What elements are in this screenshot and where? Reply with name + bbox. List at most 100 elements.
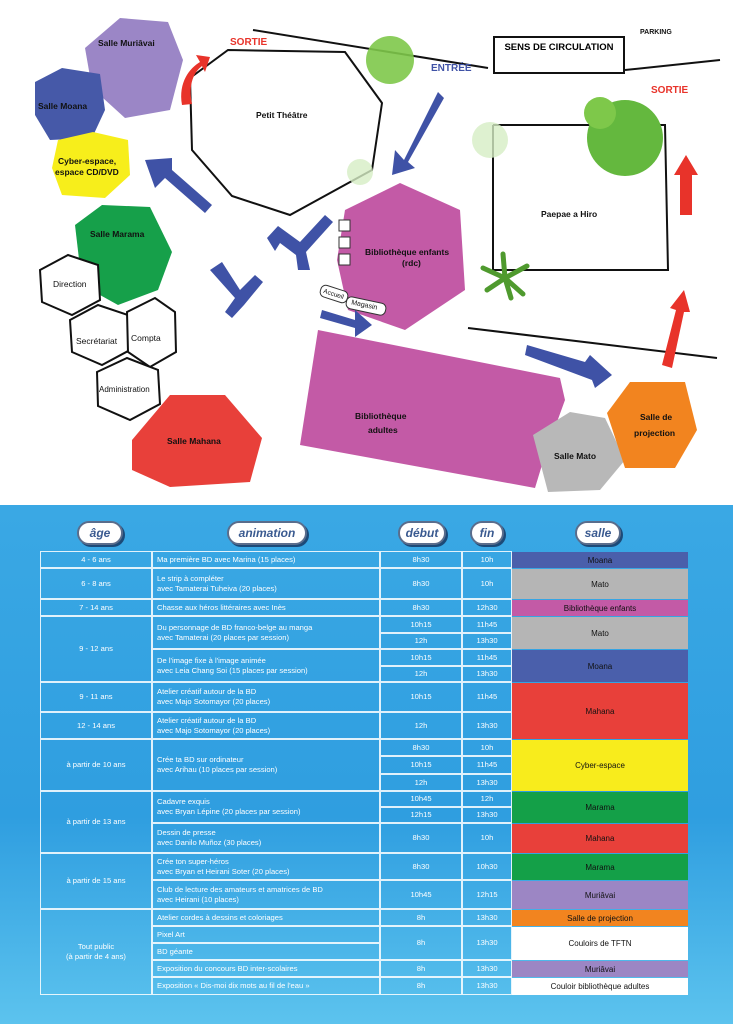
- tree-icon: [584, 97, 616, 129]
- wall-parking: [624, 59, 721, 71]
- debut-cell: 10h15: [380, 682, 462, 712]
- age-cell: 12 - 14 ans: [40, 712, 152, 739]
- fin-cell: 11h45: [462, 756, 512, 774]
- fin-cell: 11h45: [462, 649, 512, 666]
- animation-cell: Chasse aux héros littéraires avec Inès: [152, 599, 380, 616]
- salle-cell: Mato: [512, 617, 688, 649]
- animation-cell: Ma première BD avec Marina (15 places): [152, 551, 380, 568]
- label-bib-enfants-2: (rdc): [402, 258, 421, 268]
- floor-plan-drawing: [35, 18, 721, 492]
- debut-cell: 10h45: [380, 791, 462, 807]
- label-paepae: Paepae a Hiro: [541, 209, 598, 219]
- tree-icon: [366, 36, 414, 84]
- label-sortie-left: SORTIE: [230, 37, 268, 48]
- debut-cell: 8h30: [380, 739, 462, 756]
- salle-cell: Marama: [512, 854, 688, 880]
- salle-cell: Bibliothèque enfants: [512, 600, 688, 616]
- label-direction: Direction: [53, 279, 87, 289]
- fin-cell: 10h: [462, 739, 512, 756]
- bibliotheque-enfants-room: [337, 183, 465, 330]
- label-sortie-right: SORTIE: [651, 85, 689, 96]
- label-bib-adultes-1: Bibliothèque: [355, 411, 407, 421]
- toilet-icon: [338, 253, 351, 266]
- label-entree: ENTRÉE: [431, 63, 472, 74]
- age-cell: 6 - 8 ans: [40, 568, 152, 599]
- label-projection-2: projection: [634, 428, 676, 438]
- fin-cell: 11h45: [462, 682, 512, 712]
- salle-moana-room: [35, 68, 105, 140]
- label-compta: Compta: [131, 333, 161, 343]
- label-petit-theatre: Petit Théâtre: [256, 110, 308, 120]
- accueil-tag: [319, 284, 349, 304]
- salle-cell: Mato: [512, 569, 688, 599]
- fin-cell: 13h30: [462, 807, 512, 823]
- debut-cell: 8h: [380, 977, 462, 995]
- wall-bottom: [467, 327, 718, 359]
- salle-cell: Salle de projection: [512, 910, 688, 926]
- age-cell: à partir de 15 ans: [40, 853, 152, 909]
- fin-cell: 13h30: [462, 909, 512, 926]
- debut-cell: 10h15: [380, 616, 462, 633]
- animation-cell: BD géante: [152, 943, 380, 960]
- salle-cell: Couloir bibliothèque adultes: [512, 978, 688, 995]
- debut-cell: 8h30: [380, 568, 462, 599]
- circulation-arrows-blue: [145, 50, 612, 388]
- bibliotheque-adultes-room: [300, 330, 565, 488]
- label-marama: Salle Marama: [90, 229, 145, 239]
- tree-icon: [347, 159, 373, 185]
- age-cell: à partir de 10 ans: [40, 739, 152, 791]
- floor-plan: Salle Muriâvai Salle Moana Cyber-espace,…: [0, 0, 733, 505]
- toilet-icon: [338, 219, 351, 232]
- salle-cell: Moana: [512, 552, 688, 568]
- label-muriavai: Salle Muriâvai: [98, 38, 155, 48]
- age-cell: Tout public(à partir de 4 ans): [40, 909, 152, 995]
- animation-cell: Du personnage de BD franco-belge au mang…: [152, 616, 380, 649]
- fin-cell: 11h45: [462, 616, 512, 633]
- label-mato: Salle Mato: [554, 451, 597, 461]
- salle-cell: Couloirs de TFTN: [512, 927, 688, 960]
- salle-cell: Mahana: [512, 824, 688, 853]
- salle-cell: Muriâvai: [512, 881, 688, 909]
- secretariat-room: [68, 303, 132, 367]
- fin-cell: 10h: [462, 551, 512, 568]
- label-parking: PARKING: [640, 29, 672, 36]
- age-cell: 4 - 6 ans: [40, 551, 152, 568]
- administration-room: [95, 356, 162, 422]
- label-projection-1: Salle de: [640, 412, 673, 422]
- label-cyber-1: Cyber-espace,: [58, 156, 117, 166]
- fin-cell: 13h30: [462, 712, 512, 739]
- tree-icon: [472, 122, 508, 158]
- header-debut: début: [398, 521, 446, 545]
- label-secretariat: Secrétariat: [76, 336, 118, 346]
- petit-theatre-room: [188, 48, 384, 217]
- debut-cell: 12h15: [380, 807, 462, 823]
- circulation-legend: SENS DE CIRCULATION: [493, 36, 625, 74]
- fin-cell: 10h: [462, 823, 512, 853]
- age-cell: 9 - 12 ans: [40, 616, 152, 682]
- debut-cell: 8h30: [380, 551, 462, 568]
- debut-cell: 8h: [380, 960, 462, 977]
- debut-cell: 8h30: [380, 823, 462, 853]
- label-moana: Salle Moana: [38, 101, 88, 111]
- direction-room: [38, 253, 102, 317]
- animation-cell: Exposition « Dis-moi dix mots au fil de …: [152, 977, 380, 995]
- animation-cell: Exposition du concours BD inter-scolaire…: [152, 960, 380, 977]
- fin-cell: 13h30: [462, 960, 512, 977]
- salle-mato-room: [533, 412, 625, 492]
- debut-cell: 12h: [380, 666, 462, 682]
- header-salle: salle: [575, 521, 621, 545]
- label-cyber-2: espace CD/DVD: [55, 167, 119, 177]
- animation-cell: Atelier cordes à dessins et coloriages: [152, 909, 380, 926]
- debut-cell: 12h: [380, 774, 462, 791]
- debut-cell: 8h30: [380, 853, 462, 880]
- accessibility-icon: [338, 236, 351, 249]
- fin-cell: 12h15: [462, 880, 512, 909]
- fin-cell: 13h30: [462, 666, 512, 682]
- salle-cell: Cyber-espace: [512, 740, 688, 791]
- salle-projection-room: [607, 382, 697, 468]
- debut-cell: 10h15: [380, 649, 462, 666]
